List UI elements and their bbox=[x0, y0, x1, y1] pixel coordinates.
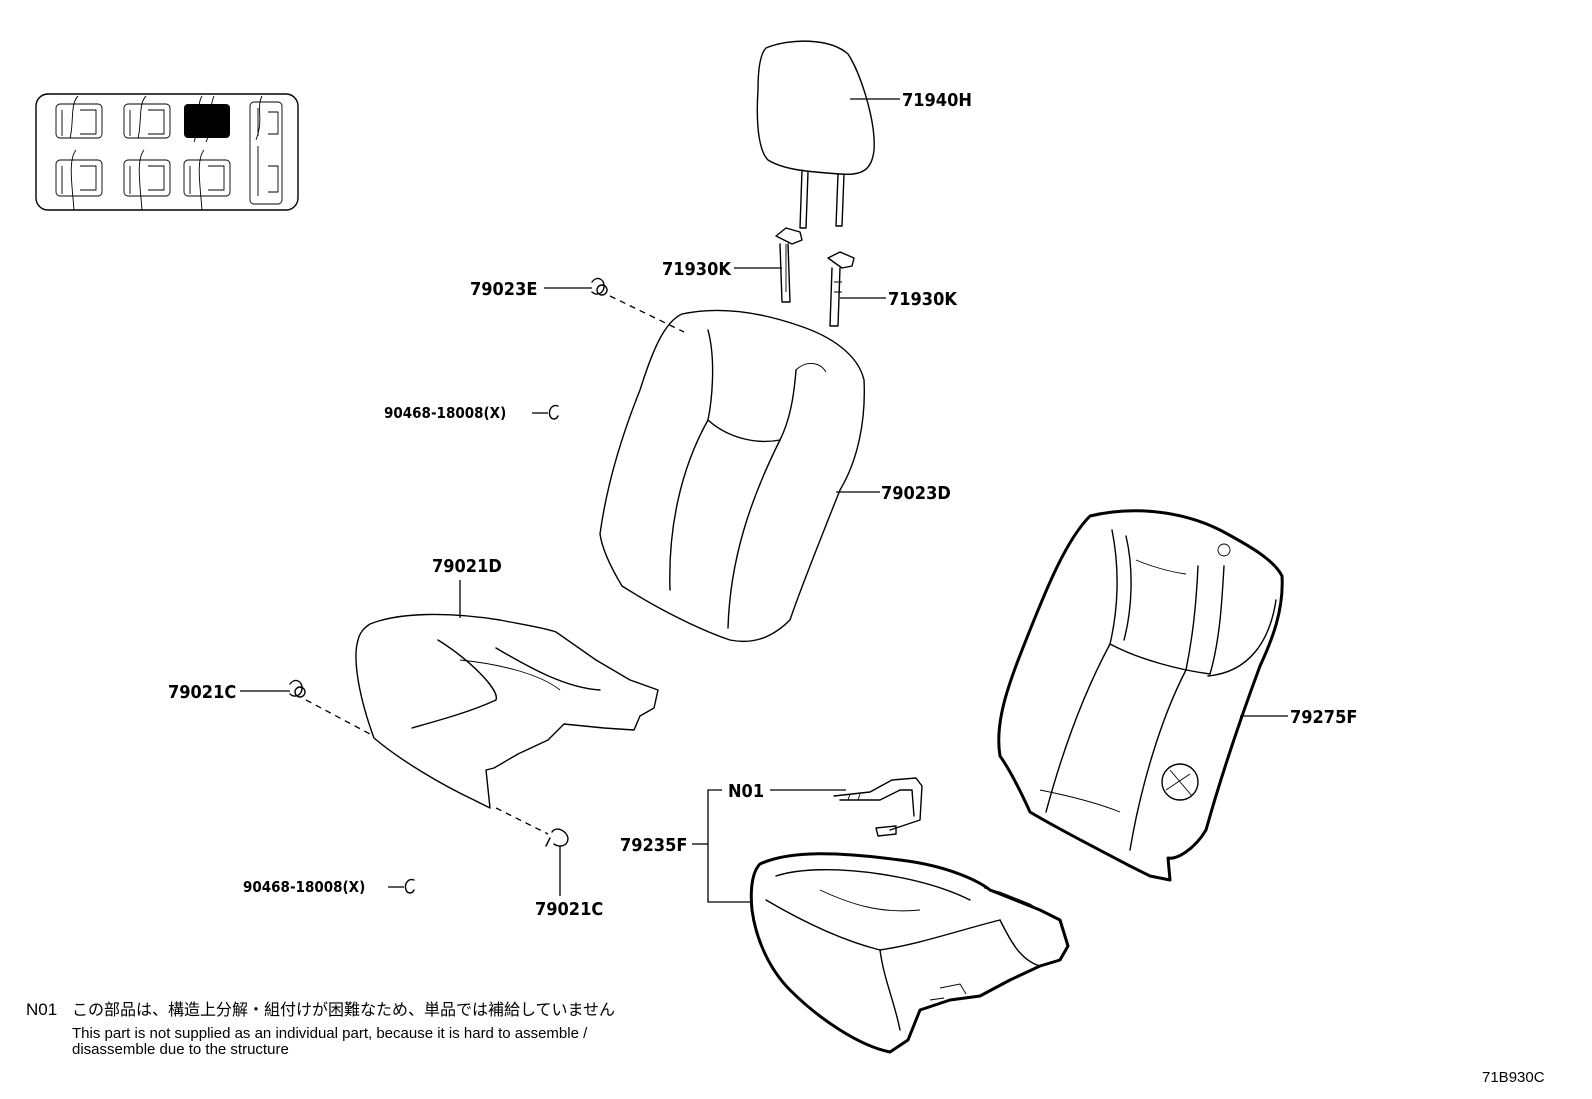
back-fastener-label: 79023E bbox=[470, 279, 537, 300]
n01-ref-label: N01 bbox=[728, 781, 764, 802]
locator-seat bbox=[55, 95, 103, 139]
note-english-line1: This part is not supplied as an individu… bbox=[72, 1025, 588, 1042]
seat-back-pad-drawing bbox=[997, 509, 1284, 882]
support-left-label: 71930K bbox=[662, 259, 732, 280]
locator-seat bbox=[123, 149, 171, 211]
cushion-fastener-left-label: 79021C bbox=[168, 682, 236, 703]
locator-seat-highlighted bbox=[184, 95, 230, 143]
seat-cushion-pad-drawing bbox=[749, 852, 1070, 1054]
back-pad-label: 79275F bbox=[1290, 707, 1357, 728]
support-right-label: 71930K bbox=[888, 289, 958, 310]
back-clip-note: 90468-18008(X) bbox=[384, 404, 506, 422]
headrest-label: 71940H bbox=[902, 90, 972, 111]
note-english-line2: disassemble due to the structure bbox=[72, 1041, 289, 1058]
seat-back-cover-drawing bbox=[599, 309, 865, 643]
cushion-clip-note: 90468-18008(X) bbox=[243, 878, 365, 896]
locator-seat bbox=[55, 149, 103, 211]
back-cover-label: 79023D bbox=[881, 483, 951, 504]
note-code: N01 bbox=[26, 1000, 57, 1019]
locator-seat bbox=[249, 95, 283, 205]
cushion-fastener-bottom-label: 79021C bbox=[535, 899, 603, 920]
back-fastener-drawing bbox=[591, 277, 608, 296]
headrest-support-left-drawing bbox=[775, 227, 803, 303]
cushion-cover-label: 79021D bbox=[432, 556, 502, 577]
locator-seat bbox=[123, 95, 171, 139]
note-japanese: この部品は、構造上分解・組付けが困難なため、単品では補給していません bbox=[72, 1000, 615, 1019]
seat-locator-map bbox=[35, 93, 299, 211]
headrest-support-right-drawing bbox=[827, 251, 855, 327]
seat-cushion-cover-drawing bbox=[355, 613, 659, 809]
cushion-fastener-left-drawing bbox=[289, 679, 306, 698]
headrest-drawing bbox=[756, 40, 875, 229]
clip-symbol bbox=[548, 404, 559, 420]
n01-wire-drawing bbox=[833, 777, 923, 837]
locator-seat bbox=[183, 149, 231, 211]
cushion-fastener-bottom-drawing bbox=[545, 828, 569, 847]
clip-symbol bbox=[404, 878, 415, 894]
cushion-pad-label: 79235F bbox=[620, 835, 687, 856]
figure-id: 71B930C bbox=[1482, 1069, 1545, 1086]
cushion-pad-bracket bbox=[707, 789, 752, 903]
